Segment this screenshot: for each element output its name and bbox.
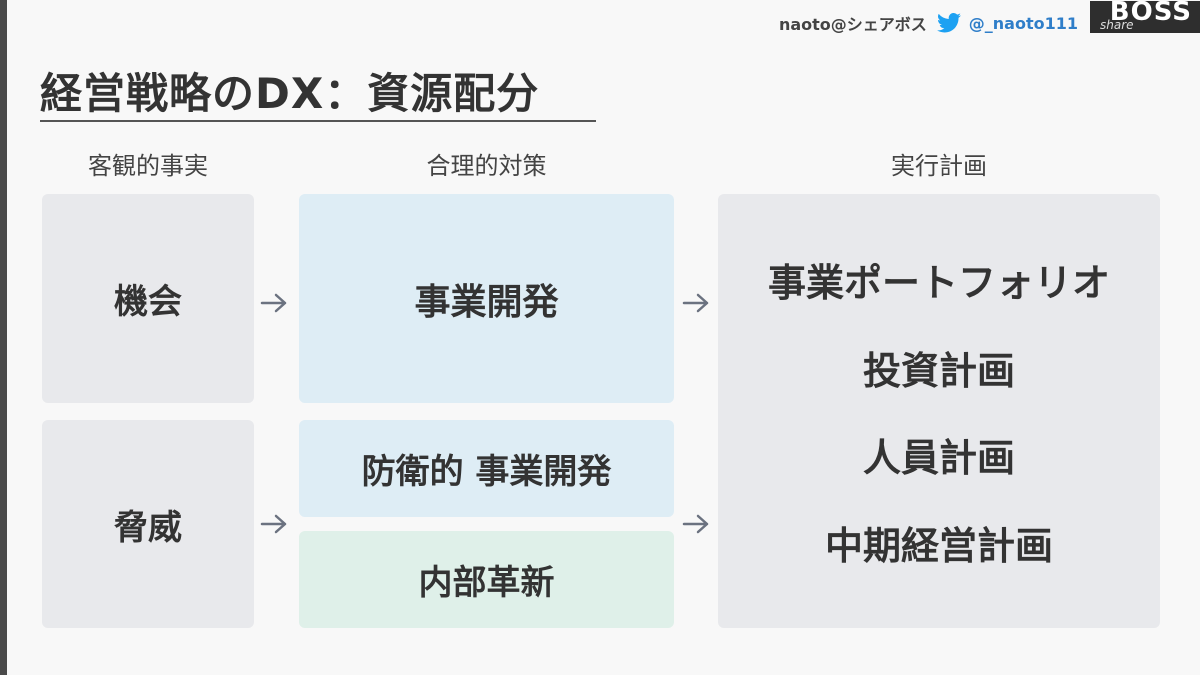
plan-item-investment: 投資計画 bbox=[862, 348, 1015, 393]
measure-label-business-development: 事業開発 bbox=[414, 281, 559, 323]
arrow-right-icon bbox=[260, 293, 287, 313]
column-header-plans: 実行計画 bbox=[891, 152, 987, 180]
author-name: naoto@シェアボス bbox=[778, 15, 927, 34]
plan-item-midterm: 中期経営計画 bbox=[824, 523, 1053, 568]
twitter-handle[interactable]: @_naoto111 bbox=[968, 13, 1078, 33]
column-header-measures: 合理的対策 bbox=[426, 152, 547, 180]
title-underline bbox=[40, 120, 596, 122]
measure-box-defensive-business-development: 防衛的 事業開発 bbox=[299, 420, 674, 517]
slide-title: 経営戦略のDX：資源配分 bbox=[40, 69, 540, 118]
measure-label-internal-innovation: 内部革新 bbox=[418, 563, 555, 603]
arrow-right-icon bbox=[682, 514, 709, 534]
arrow-right-icon bbox=[260, 514, 287, 534]
twitter-bird-icon bbox=[936, 13, 961, 33]
fact-box-opportunity: 機会 bbox=[42, 194, 254, 403]
left-accent-bar bbox=[0, 0, 7, 675]
plan-item-staffing: 人員計画 bbox=[862, 436, 1015, 481]
fact-label-opportunity: 機会 bbox=[114, 282, 182, 322]
logo-sub-text: share bbox=[1100, 18, 1134, 32]
plan-item-portfolio: 事業ポートフォリオ bbox=[767, 261, 1110, 306]
fact-box-threat: 脅威 bbox=[42, 420, 254, 628]
arrow-right-icon bbox=[682, 293, 709, 313]
measure-label-defensive-business-development: 防衛的 事業開発 bbox=[361, 452, 612, 492]
logo-main-text: BOSS bbox=[1109, 0, 1192, 27]
measure-box-business-development: 事業開発 bbox=[299, 194, 674, 403]
boss-share-logo: BOSS share bbox=[1090, 0, 1200, 33]
plan-box: 事業ポートフォリオ 投資計画 人員計画 中期経営計画 bbox=[718, 194, 1160, 628]
measure-box-internal-innovation: 内部革新 bbox=[299, 531, 674, 628]
header: naoto@シェアボス @_naoto111 BOSS share bbox=[778, 0, 1200, 36]
column-header-facts: 客観的事実 bbox=[88, 152, 208, 180]
fact-label-threat: 脅威 bbox=[114, 507, 182, 548]
